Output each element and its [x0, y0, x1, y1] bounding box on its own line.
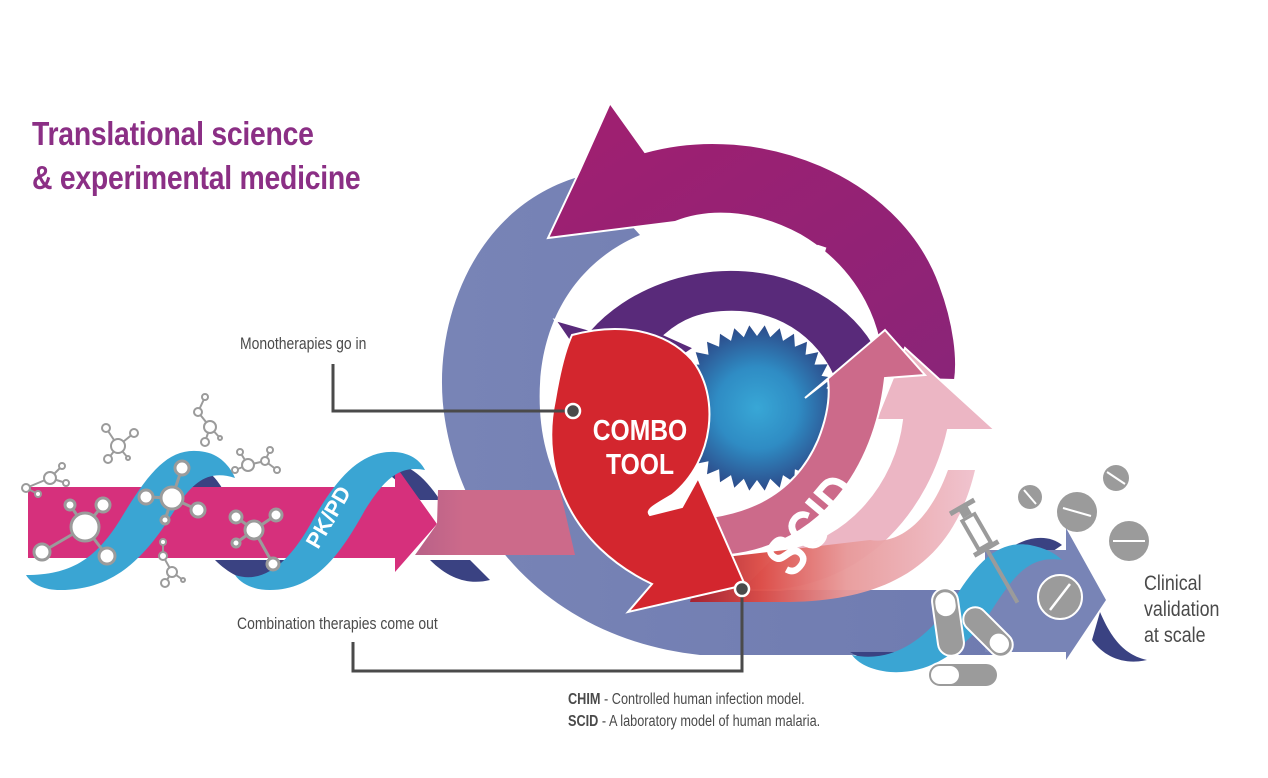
syringe-icon: [948, 497, 1020, 604]
clinical-line-1: Clinical: [1144, 572, 1202, 595]
molecule-icon: [101, 423, 139, 464]
molecule-icon: [231, 446, 281, 474]
combo-label-line1: COMBO: [593, 414, 687, 446]
legend: CHIM - Controlled human infection model.…: [568, 689, 820, 733]
legend-term: SCID: [568, 713, 599, 730]
molecules: [21, 393, 284, 588]
molecule-icon: [193, 393, 223, 447]
chim-arrow: [546, 100, 958, 382]
callout-combination: [351, 580, 751, 673]
molecule-icon: [32, 496, 117, 566]
gear-icon: [674, 325, 840, 491]
helix-dark-strand: [430, 560, 490, 582]
page-title: Translational science & experimental med…: [32, 112, 361, 200]
combo-label-line2: TOOL: [606, 448, 674, 480]
clinical-line-2: validation: [1144, 598, 1220, 621]
legend-definition: - Controlled human infection model.: [600, 691, 805, 708]
title-line-2: & experimental medicine: [32, 159, 361, 196]
helix-light-strand: [235, 451, 425, 590]
capsule-icon: [927, 587, 1014, 688]
monotherapies-label: Monotherapies go in: [240, 334, 367, 353]
scid-band: [690, 470, 975, 602]
combo-tool-arrow: [550, 328, 747, 614]
legend-term: CHIM: [568, 691, 601, 708]
legend-definition: - A laboratory model of human malaria.: [598, 713, 821, 730]
clinical-section: [850, 465, 1149, 688]
monotherapy-arrow: [415, 490, 575, 555]
molecule-icon: [21, 462, 70, 498]
helix-dark-strand: [1092, 612, 1147, 662]
legend-item-scid: SCID - A laboratory model of human malar…: [568, 711, 820, 733]
clinical-line-3: at scale: [1144, 624, 1206, 647]
legend-item-chim: CHIM - Controlled human infection model.: [568, 689, 820, 711]
clinical-validation-label: Clinical validation at scale: [1144, 571, 1219, 649]
helix-light-strand: [26, 450, 235, 590]
molecule-icon: [158, 538, 186, 588]
pill-icon: [1018, 465, 1149, 620]
molecule-icon: [228, 507, 284, 572]
callout-monotherapies: [331, 364, 582, 420]
combination-label: Combination therapies come out: [237, 614, 438, 633]
title-line-1: Translational science: [32, 115, 314, 152]
molecule-icon: [137, 459, 207, 526]
outer-ring: [441, 175, 1000, 655]
